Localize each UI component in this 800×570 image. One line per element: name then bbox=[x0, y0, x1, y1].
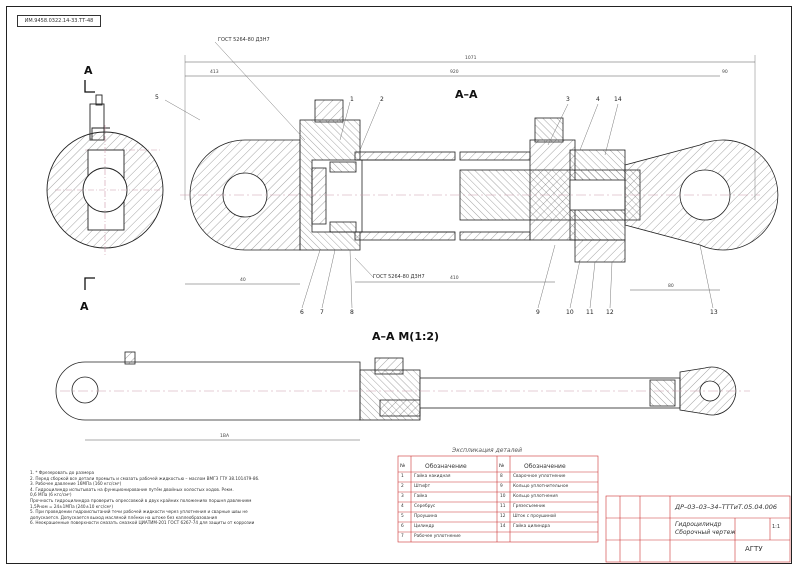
section-label-main: A–A bbox=[455, 88, 478, 101]
callout-14: 14 bbox=[614, 96, 622, 103]
callout-8: 8 bbox=[350, 309, 354, 316]
note-line: допускается. Допускается выход масляной … bbox=[30, 514, 217, 520]
parts-row-name: Кольцо уплотнительное bbox=[513, 484, 569, 489]
parts-header-name-2: Обозначение bbox=[524, 463, 566, 470]
callout-4: 4 bbox=[596, 96, 600, 103]
main-section bbox=[164, 41, 779, 309]
parts-row-number: 4 bbox=[401, 504, 404, 509]
parts-row-number: 14 bbox=[500, 524, 506, 529]
note-line: 0,6 МПа (6 кгс/см²) bbox=[30, 492, 72, 498]
callout-9: 9 bbox=[536, 309, 540, 316]
parts-row-name: Серебрус bbox=[414, 504, 436, 509]
side-view bbox=[46, 80, 164, 290]
parts-row-name: Грязесъемник bbox=[513, 504, 546, 509]
callout-3: 3 bbox=[566, 96, 570, 103]
note-line: 2. Перед сборкой все детали промыть и см… bbox=[30, 475, 260, 481]
parts-row-number: 10 bbox=[500, 494, 506, 499]
dim-overall: 1071 bbox=[465, 56, 477, 61]
gost-note-top: ГОСТ 5264-80 Д3Н7 bbox=[218, 37, 270, 43]
note-line: 5. При проведении гидроиспытаний течи ра… bbox=[30, 509, 248, 515]
title-block bbox=[605, 495, 791, 563]
parts-row-name: Шток с проушиной bbox=[513, 514, 557, 519]
callout-11: 11 bbox=[586, 309, 594, 316]
callout-2: 2 bbox=[380, 96, 384, 103]
parts-header-num-1: № bbox=[400, 463, 406, 469]
parts-row-name: Гайка цилиндра bbox=[513, 524, 551, 529]
parts-row-name: Цилиндр bbox=[414, 524, 435, 529]
dim-lower-length: 1ВА bbox=[220, 434, 230, 439]
drawing-sheet: ИМ.9458.0322.14-33.ТТ-48 bbox=[6, 6, 792, 564]
callout-12: 12 bbox=[606, 309, 614, 316]
parts-row-number: 12 bbox=[500, 514, 506, 519]
parts-row-name: Кольцо уплотнения bbox=[513, 494, 558, 499]
drawing-name-line2: Сборочный чертеж bbox=[675, 529, 736, 536]
parts-row-name: Сварочное уплотнение bbox=[513, 474, 566, 479]
parts-header-name-1: Обозначение bbox=[425, 463, 467, 470]
parts-row-name: Проушина bbox=[414, 514, 438, 519]
parts-row-number: 3 bbox=[401, 494, 404, 499]
callout-10: 10 bbox=[566, 309, 574, 316]
note-line: Прочность гидроцилиндра проверить опресс… bbox=[30, 497, 252, 509]
view-label-bottom: A bbox=[80, 300, 89, 313]
parts-row-name: Гайка накидная bbox=[414, 474, 451, 479]
document-stamp: ИМ.9458.0322.14-33.ТТ-48 bbox=[17, 15, 101, 27]
dim-bottom-mid: 410 bbox=[450, 276, 459, 281]
callout-7: 7 bbox=[320, 309, 324, 316]
gost-note-bottom: ГОСТ 5264-80 Д3Н7 bbox=[373, 274, 425, 280]
dim-right-small: 90 bbox=[722, 70, 728, 75]
parts-list-title: Экспликация деталей bbox=[452, 447, 523, 454]
section-label-scaled: A–A M(1:2) bbox=[372, 330, 440, 343]
technical-notes: 1. * Фрезеровать до размера 2. Перед сбо… bbox=[30, 470, 260, 526]
note-line: 3. Рабочее давление 16МПа (160 кгс/см²) bbox=[30, 481, 122, 487]
sheet-scale: 1:1 bbox=[772, 524, 781, 530]
drawing-name-line1: Гидроцилиндр bbox=[675, 521, 722, 528]
callout-6: 6 bbox=[300, 309, 304, 316]
parts-row-number: 9 bbox=[500, 484, 503, 489]
callout-5: 5 bbox=[155, 94, 159, 101]
parts-row-name: Штифт bbox=[414, 484, 431, 489]
parts-row-number: 7 bbox=[401, 534, 404, 539]
callout-1: 1 bbox=[350, 96, 354, 103]
parts-row-name: Гайка bbox=[414, 494, 428, 499]
drawing-code: ДР–03–03–34–ТТТиТ.05.04.006 bbox=[675, 503, 778, 511]
parts-row-number: 1 bbox=[401, 474, 404, 479]
scaled-section bbox=[55, 351, 750, 441]
note-line: 6. Неокрашенные поверхности смазать смаз… bbox=[30, 520, 255, 526]
parts-table bbox=[397, 455, 599, 543]
dim-middle: 920 bbox=[450, 70, 459, 75]
parts-row-number: 8 bbox=[500, 474, 503, 479]
parts-row-number: 5 bbox=[401, 514, 404, 519]
parts-row-number: 2 bbox=[401, 484, 404, 489]
note-line: 4. Гидроцилиндр испытывать на функционир… bbox=[30, 486, 234, 492]
view-label-top: A bbox=[84, 64, 93, 77]
dim-left-small: 413 bbox=[210, 70, 219, 75]
dim-bottom-left: 40 bbox=[240, 278, 246, 283]
parts-row-number: 6 bbox=[401, 524, 404, 529]
parts-row-number: 11 bbox=[500, 504, 506, 509]
callout-13: 13 bbox=[710, 309, 718, 316]
parts-row-name: Рабочее уплотнение bbox=[414, 534, 461, 539]
parts-header-num-2: № bbox=[499, 463, 505, 469]
note-line: 1. * Фрезеровать до размера bbox=[30, 470, 95, 475]
organization-name: АГТУ bbox=[745, 545, 763, 553]
dim-bottom-right: 80 bbox=[668, 284, 674, 289]
